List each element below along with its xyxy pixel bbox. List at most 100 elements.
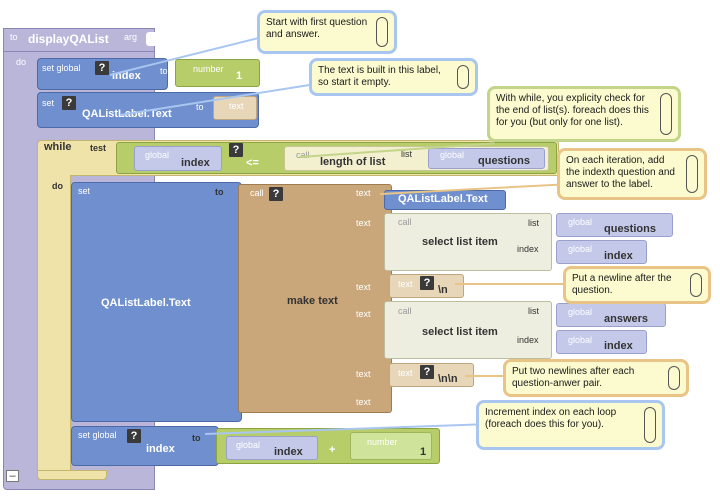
help-icon[interactable]: ? bbox=[420, 365, 434, 379]
comment-text: Increment index on each loop (foreach do… bbox=[485, 407, 617, 430]
text-slot-4: text bbox=[356, 309, 371, 319]
global-var: index bbox=[181, 157, 210, 169]
while-label: while bbox=[44, 141, 72, 153]
comment-toggle-icon[interactable] bbox=[660, 93, 672, 135]
set-global-to-label: to bbox=[160, 66, 168, 76]
help-icon[interactable]: ? bbox=[127, 429, 141, 443]
sel2-list-global: global bbox=[568, 307, 593, 317]
select1-call-label: call bbox=[398, 217, 412, 227]
comment-bubble[interactable]: Start with first question and answer. bbox=[257, 10, 397, 54]
help-icon[interactable]: ? bbox=[95, 61, 109, 75]
inner-set-to-label: to bbox=[215, 187, 224, 197]
select1-name: select list item bbox=[422, 236, 498, 248]
comment-bubble[interactable]: On each iteration, add the indexth quest… bbox=[557, 148, 707, 200]
comment-bubble[interactable]: Put two newlines after each question-anw… bbox=[503, 359, 689, 397]
arg-socket[interactable] bbox=[146, 32, 155, 46]
sel1-list-global: global bbox=[568, 217, 593, 227]
empty-text-block[interactable] bbox=[213, 96, 257, 120]
text-slot-2: text bbox=[356, 218, 371, 228]
set-global-label: set global bbox=[42, 63, 81, 73]
comment-text: Start with first question and answer. bbox=[266, 17, 368, 40]
comment-toggle-icon[interactable] bbox=[457, 65, 469, 89]
set-label: set bbox=[42, 98, 55, 108]
help-icon[interactable]: ? bbox=[269, 187, 283, 201]
while-footer bbox=[37, 470, 107, 480]
help-icon[interactable]: ? bbox=[420, 276, 434, 290]
add-op[interactable]: + bbox=[329, 444, 336, 456]
comment-toggle-icon[interactable] bbox=[644, 407, 656, 443]
select2-list-label: list bbox=[528, 306, 539, 316]
comment-toggle-icon[interactable] bbox=[668, 366, 680, 390]
sel2-index-var: index bbox=[604, 340, 633, 352]
text-slot-5: text bbox=[356, 369, 371, 379]
help-icon[interactable]: ? bbox=[229, 143, 243, 157]
getter-component: QAListLabel.Text bbox=[398, 193, 488, 205]
set-global-var: index bbox=[112, 70, 141, 82]
select2-call-label: call bbox=[398, 306, 412, 316]
increment-set-label: set global bbox=[78, 430, 117, 440]
comment-text: Put a newline after the question. bbox=[572, 273, 672, 296]
questions-var: questions bbox=[478, 155, 530, 167]
number-value[interactable]: 1 bbox=[236, 70, 243, 82]
select-item-block-2[interactable] bbox=[384, 301, 552, 359]
sel2-index-global: global bbox=[568, 335, 593, 345]
comment-toggle-icon[interactable] bbox=[690, 273, 702, 297]
inner-set-component: QAListLabel.Text bbox=[101, 297, 191, 309]
double-newline-value[interactable]: \n\n bbox=[438, 373, 458, 385]
procedure-to-label: to bbox=[10, 32, 18, 42]
empty-text-label: text bbox=[229, 101, 244, 111]
inc-number-label: number bbox=[367, 437, 398, 447]
procedure-header[interactable] bbox=[3, 28, 155, 52]
select-item-block-1[interactable] bbox=[384, 213, 552, 271]
comment-bubble[interactable]: Increment index on each loop (foreach do… bbox=[476, 400, 665, 450]
inc-number-value[interactable]: 1 bbox=[420, 446, 427, 458]
sel1-index-global: global bbox=[568, 244, 593, 254]
text-slot-1: text bbox=[356, 188, 371, 198]
get-global-questions[interactable] bbox=[428, 148, 545, 169]
sel2-list-var: answers bbox=[604, 313, 649, 325]
questions-global-label: global bbox=[440, 150, 465, 160]
procedure-do-label: do bbox=[16, 57, 27, 67]
help-icon[interactable]: ? bbox=[62, 96, 76, 110]
make-text-call-label: call bbox=[250, 188, 264, 198]
collapse-icon: – bbox=[9, 470, 16, 482]
get-global-questions-2[interactable] bbox=[556, 213, 673, 237]
comment-bubble[interactable]: The text is built in this label, so star… bbox=[309, 58, 478, 96]
number-block[interactable] bbox=[175, 59, 260, 87]
compare-op[interactable]: <= bbox=[246, 157, 259, 169]
inner-set-label: set bbox=[78, 186, 91, 196]
inner-set-block[interactable] bbox=[71, 182, 242, 422]
increment-var: index bbox=[146, 443, 175, 455]
number-label: number bbox=[193, 64, 224, 74]
select1-list-label: list bbox=[528, 218, 539, 228]
inc-global-label: global bbox=[236, 440, 261, 450]
get-global-index-4[interactable] bbox=[226, 436, 318, 460]
get-global-index[interactable] bbox=[134, 146, 222, 171]
comment-toggle-icon[interactable] bbox=[376, 17, 388, 47]
increment-to-label: to bbox=[192, 433, 201, 443]
text-slot-6: text bbox=[356, 397, 371, 407]
comment-connector bbox=[465, 375, 510, 377]
double-newline-text-label: text bbox=[398, 368, 413, 378]
increment-set-block[interactable] bbox=[71, 426, 219, 466]
procedure-name[interactable]: displayQAList bbox=[28, 32, 109, 46]
comment-bubble[interactable]: Put a newline after the question. bbox=[563, 266, 711, 304]
newline-text-label: text bbox=[398, 279, 413, 289]
select2-name: select list item bbox=[422, 326, 498, 338]
get-global-index-3[interactable] bbox=[556, 330, 647, 354]
global-label: global bbox=[145, 150, 170, 160]
length-list-label: list bbox=[401, 149, 412, 159]
comment-text: The text is built in this label, so star… bbox=[318, 65, 441, 88]
number-one-block[interactable] bbox=[350, 432, 432, 460]
while-body-bar[interactable] bbox=[37, 175, 71, 475]
comment-text: Put two newlines after each question-anw… bbox=[512, 366, 635, 389]
comment-connector bbox=[455, 283, 570, 285]
newline-value[interactable]: \n bbox=[438, 284, 448, 296]
comment-toggle-icon[interactable] bbox=[686, 155, 698, 193]
procedure-arg-label: arg bbox=[124, 32, 138, 42]
make-text-block[interactable] bbox=[238, 184, 392, 413]
collapse-button[interactable]: – bbox=[6, 470, 19, 482]
get-global-index-2[interactable] bbox=[556, 240, 647, 264]
comment-bubble[interactable]: With while, you explicity check for the … bbox=[487, 86, 681, 142]
set-label-to-label: to bbox=[196, 102, 204, 112]
